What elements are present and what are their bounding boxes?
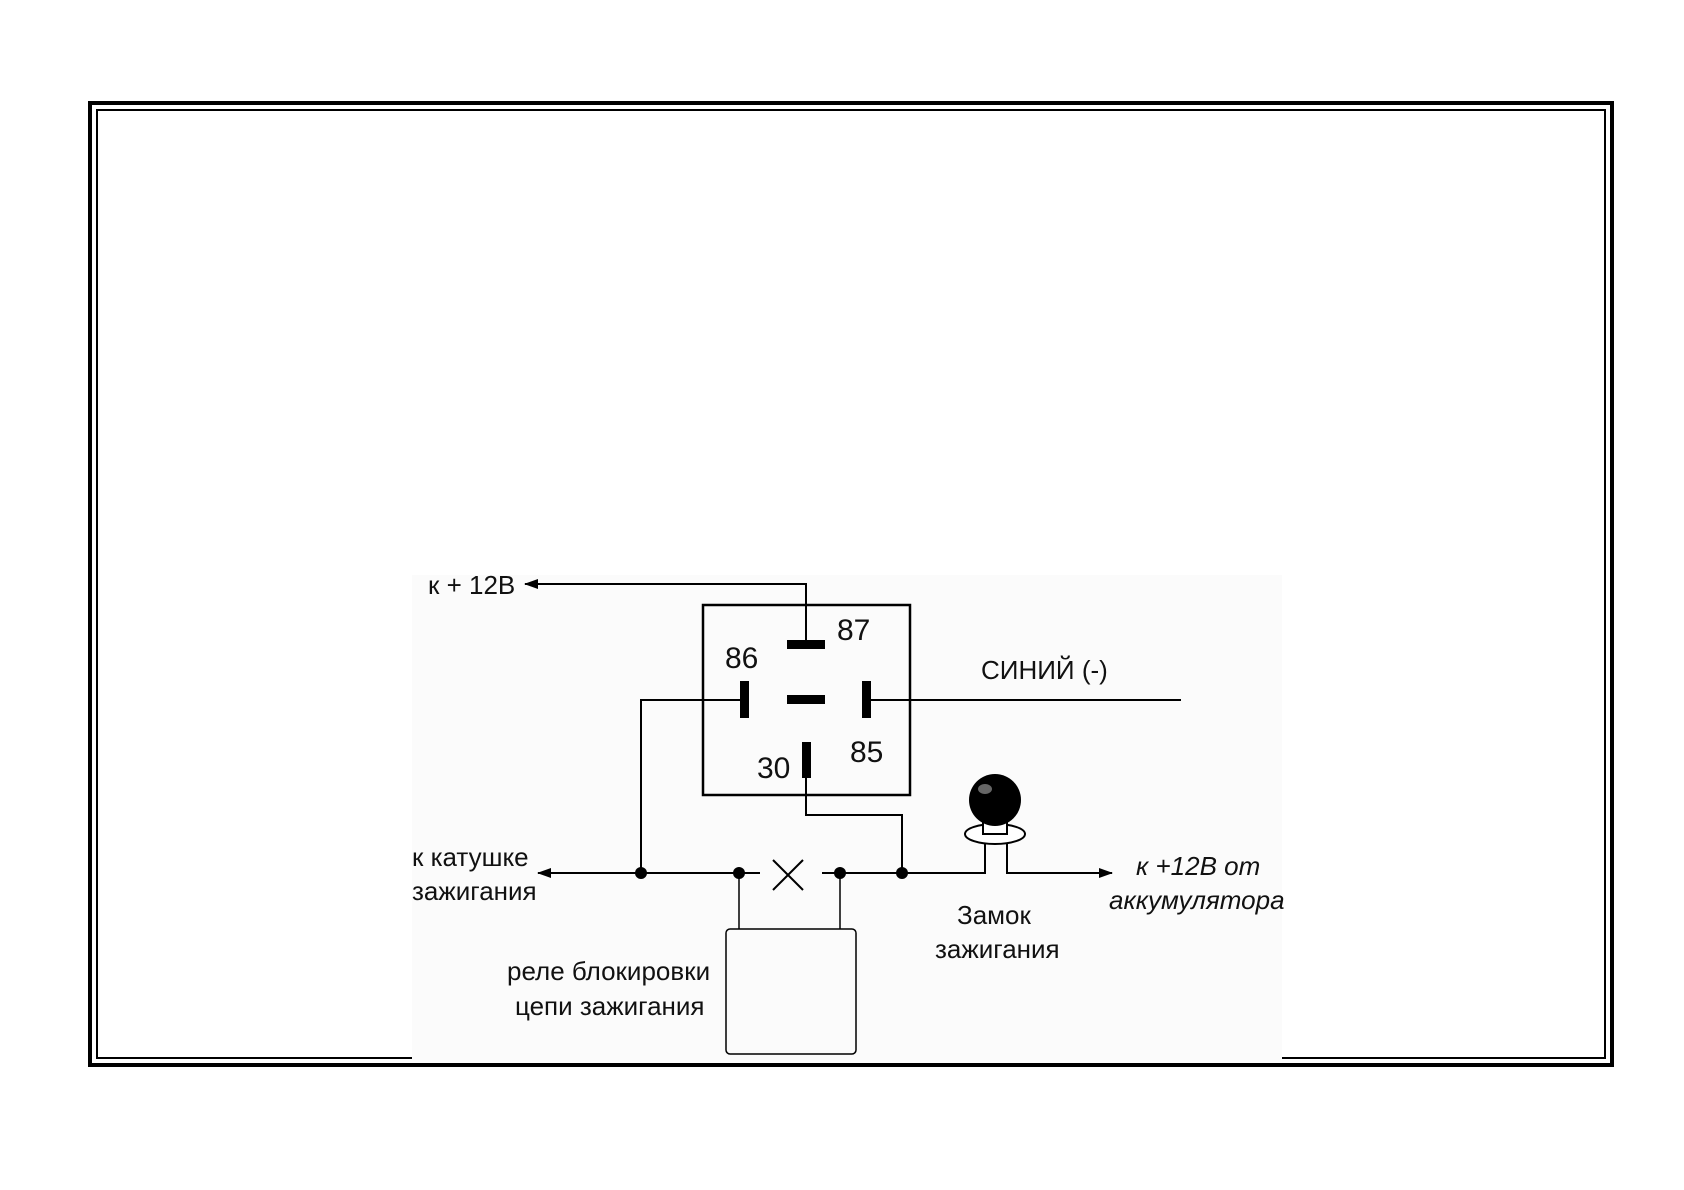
page-frame-outer xyxy=(88,101,1614,1067)
blue-wire-label: СИНИЙ (-) xyxy=(981,655,1108,685)
wire-to-battery xyxy=(1006,843,1113,878)
junction-30 xyxy=(896,867,908,879)
coil-label-line1: к катушке xyxy=(412,842,529,872)
wire-30-to-lock xyxy=(805,778,903,873)
battery-label-line2: аккумулятора xyxy=(1109,885,1285,915)
block-relay-label-line2: цепи зажигания xyxy=(515,991,705,1021)
lock-label-line1: Замок xyxy=(957,900,1031,930)
coil-label-line2: зажигания xyxy=(412,876,537,906)
ignition-lock-icon xyxy=(964,774,1026,845)
cut-mark-b xyxy=(772,859,804,891)
wire-86-to-coil xyxy=(640,699,740,873)
plus12v-label: к + 12В xyxy=(428,570,515,600)
pin-30-label: 30 xyxy=(757,752,790,785)
wire-87-to-plus12v xyxy=(524,579,807,640)
battery-label-line1: к +12В от xyxy=(1136,851,1260,881)
relay-center-contact xyxy=(787,695,825,704)
pin-86-label: 86 xyxy=(725,642,758,675)
pin-87-contact xyxy=(787,640,825,649)
pin-87-label: 87 xyxy=(837,614,870,647)
diagram-panel xyxy=(412,575,1282,1060)
pin-85-contact xyxy=(862,681,871,718)
pin-30-contact xyxy=(802,742,811,778)
block-relay-label-line1: реле блокировки xyxy=(507,956,710,986)
pin-86-contact xyxy=(740,681,749,718)
pin-85-label: 85 xyxy=(850,736,883,769)
wire-to-lock xyxy=(840,843,986,874)
blocking-relay-box xyxy=(725,928,857,1055)
lock-label-line2: зажигания xyxy=(935,934,1060,964)
junction-86 xyxy=(635,867,647,879)
